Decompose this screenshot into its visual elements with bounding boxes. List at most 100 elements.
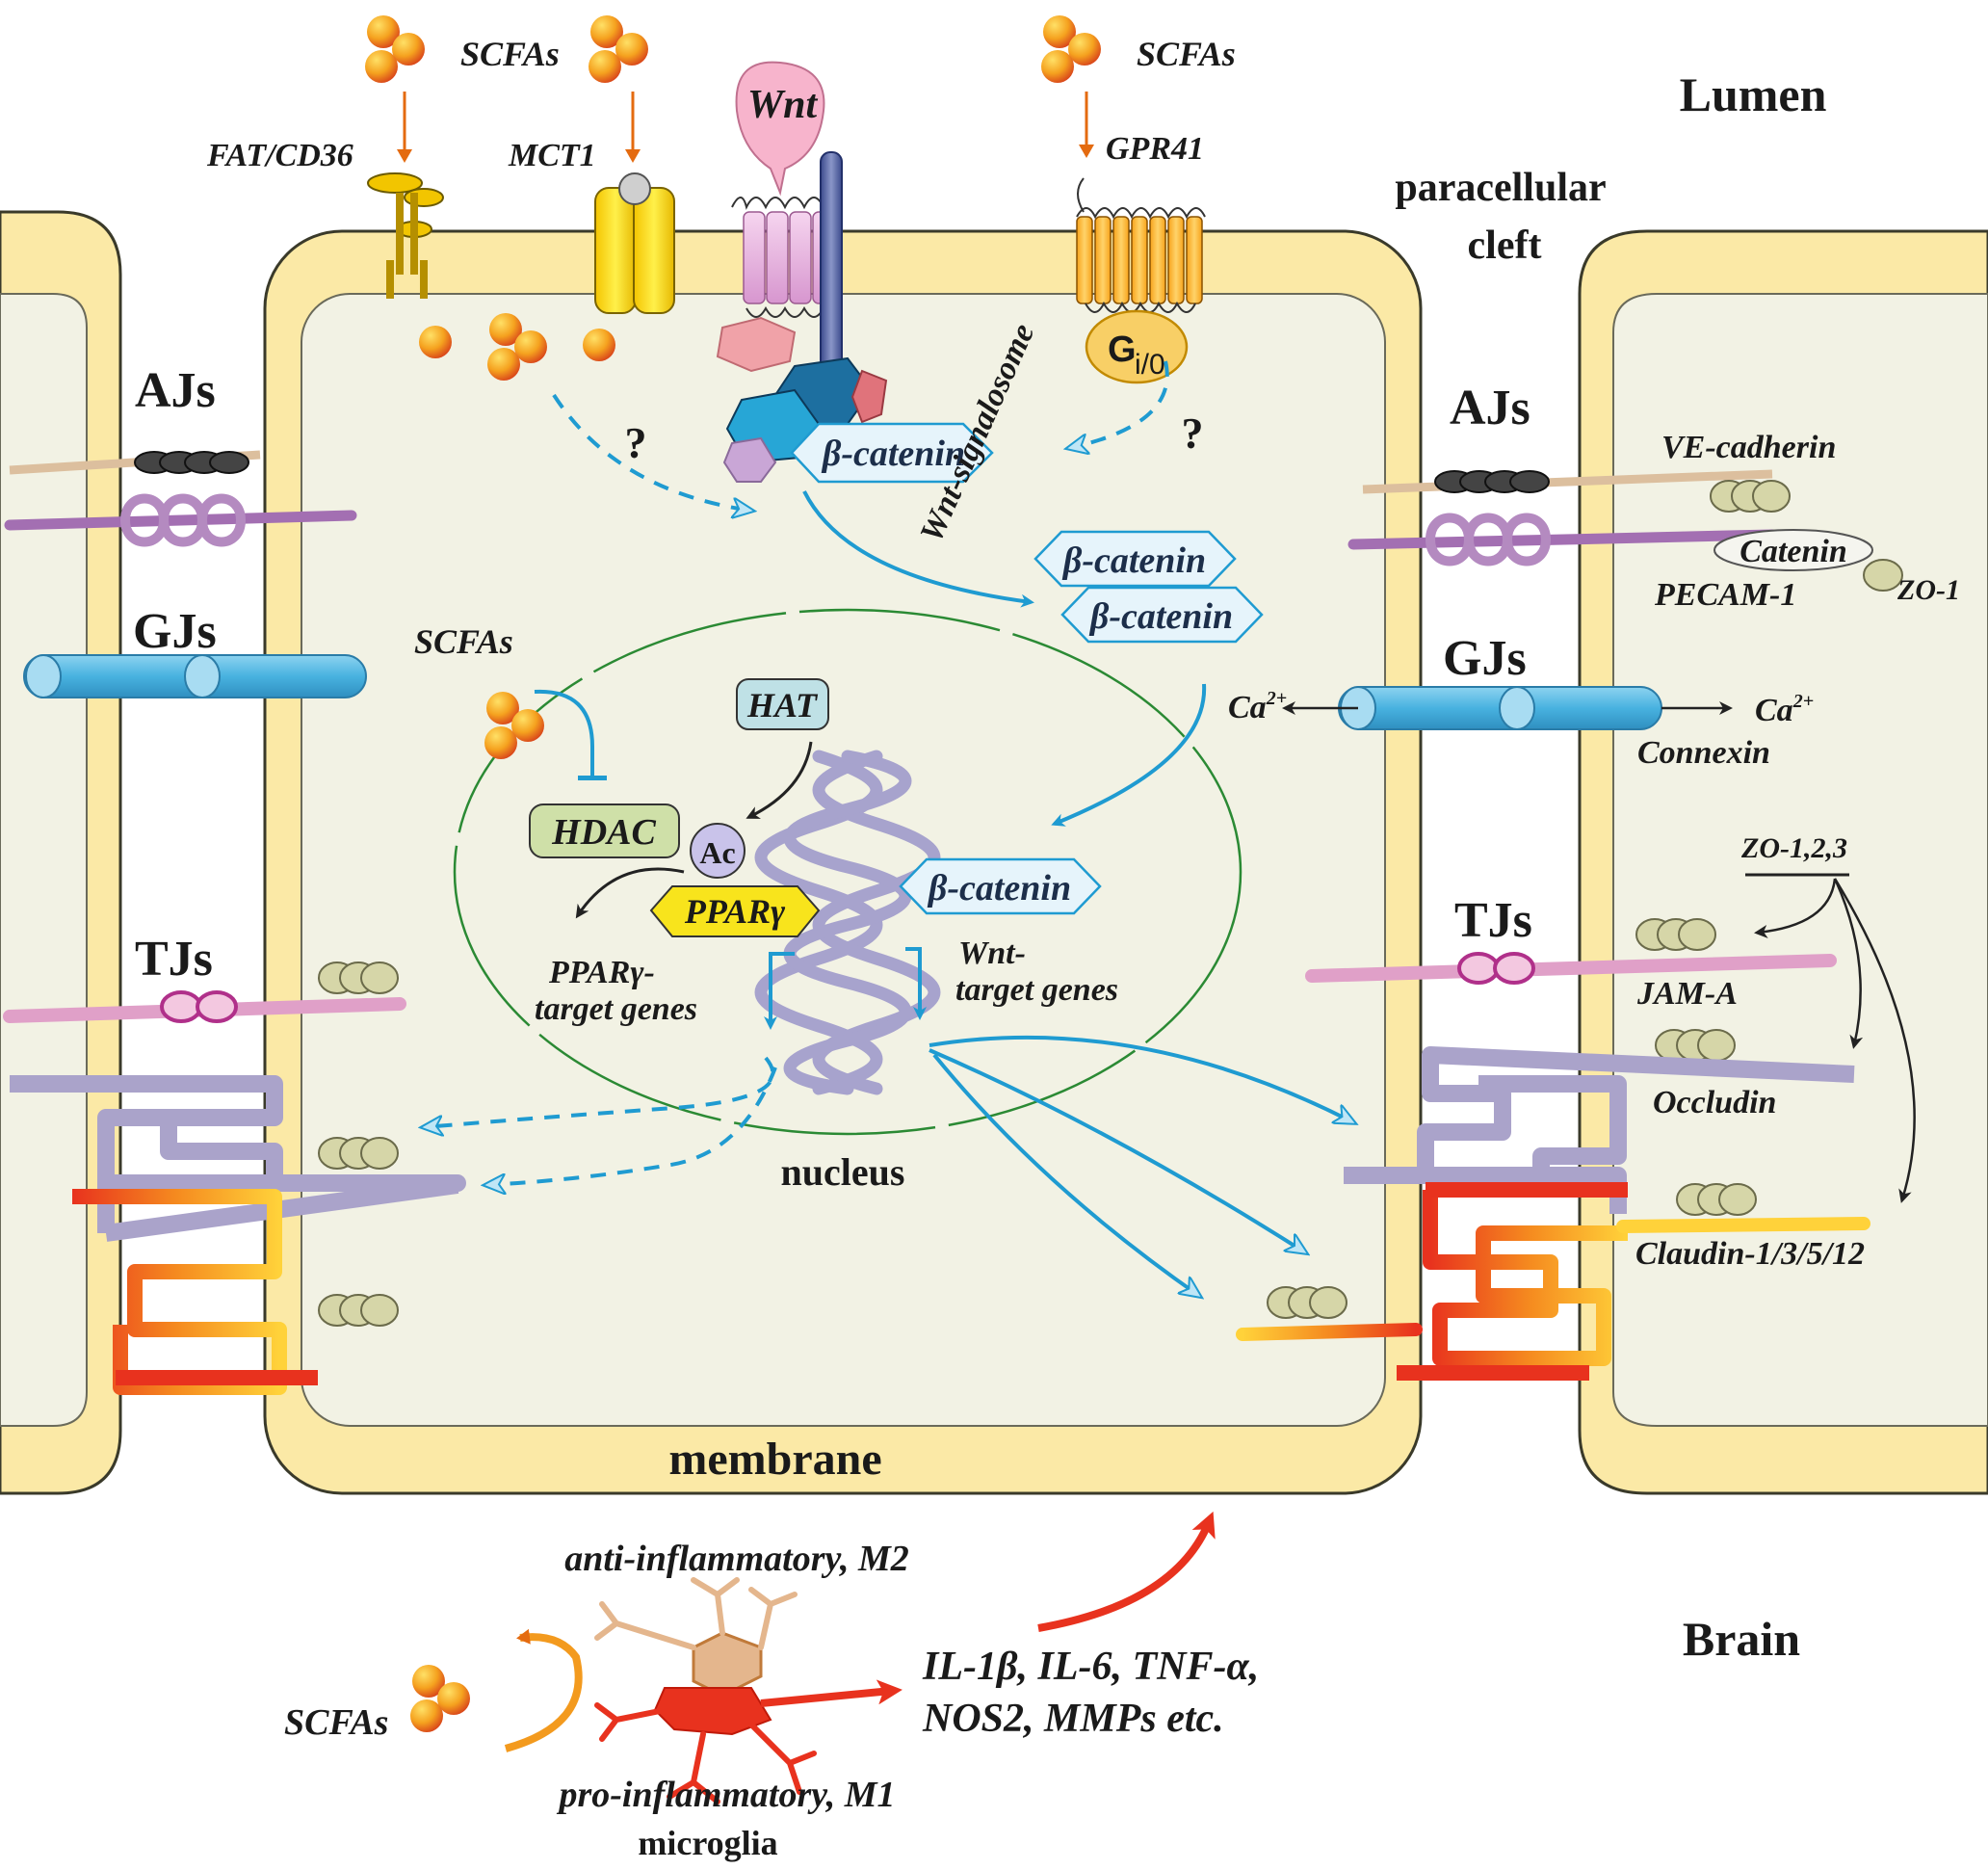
wnt-output-arrow-junction <box>932 1053 1199 1296</box>
jam-dimer-left <box>160 990 238 1023</box>
wnt-output-arrow-occludin <box>929 1035 1353 1122</box>
pecam-coil-left <box>120 493 247 547</box>
ppar-transcription-arrow <box>764 952 795 1030</box>
zo1-blob <box>1863 559 1903 592</box>
microglia-cell <box>594 1577 817 1804</box>
scfa-label-brain: SCFAs <box>284 1702 388 1743</box>
calcium-label-left: Ca2+ <box>1228 688 1287 725</box>
catenin-cluster-right <box>1434 470 1550 493</box>
wnt-target-label-1: Wnt- <box>958 935 1026 971</box>
calcium-right-sup: 2+ <box>1792 691 1814 712</box>
fat-cd36-label: FAT/CD36 <box>206 138 353 173</box>
claudin-loops-left <box>10 1189 376 1395</box>
mct1-label: MCT1 <box>508 138 596 173</box>
occludin-loops-right <box>1344 1046 1855 1214</box>
cytokines-label-1: IL-1β, IL-6, TNF-α, <box>922 1645 1259 1689</box>
jam-dimer-right <box>1457 952 1535 985</box>
occludin-label: Occludin <box>1653 1085 1776 1120</box>
scfa-inside-2 <box>583 329 615 361</box>
pecam-strand-left <box>4 510 357 531</box>
zo-cluster-right-2 <box>1655 1029 1736 1062</box>
ac-label: Ac <box>699 835 735 870</box>
frizzled-receptor <box>731 197 835 318</box>
dna-helix <box>754 750 941 1095</box>
membrane-label: membrane <box>668 1434 881 1485</box>
brain-label: Brain <box>1683 1612 1800 1666</box>
beta-catenin-label: β-catenin <box>821 434 965 474</box>
wnt-target-label-2: target genes <box>955 972 1118 1008</box>
beta-catenin-nuclear-label: β-catenin <box>927 868 1071 909</box>
cytokine-bbb-arrow <box>1037 1511 1216 1632</box>
scfa-inside-1 <box>419 326 452 358</box>
hdac-deacetylation-arrow <box>575 867 685 919</box>
microglia-label: microglia <box>638 1824 777 1862</box>
ajs-label-left: AJs <box>135 363 216 418</box>
gpr41-receptor <box>1076 177 1206 313</box>
pecam1-label: PECAM-1 <box>1654 577 1796 613</box>
catenin-label: Catenin <box>1740 534 1846 569</box>
gi0-sub-label: i/0 <box>1135 349 1165 381</box>
scfa-molecules <box>589 15 648 83</box>
scfa-molecules <box>1041 15 1101 83</box>
gap-junction-right <box>1338 686 1662 730</box>
anti-inflammatory-label: anti-inflammatory, M2 <box>564 1539 909 1579</box>
beta-catenin-stack-label-2: β-catenin <box>1088 596 1233 637</box>
nucleus-label: nucleus <box>781 1150 905 1194</box>
jam-a-label: JAM-A <box>1636 976 1738 1012</box>
zo-cluster-right-4 <box>1267 1286 1347 1319</box>
beta-catenin-complex: β-catenin <box>790 422 994 484</box>
catenin-cluster-right-green <box>1710 480 1791 513</box>
scfa-label-nucleus: SCFAs <box>414 622 513 661</box>
fat-cd36-receptor <box>367 172 444 299</box>
claudin-strand-center <box>1236 1323 1423 1341</box>
lrp-coreceptor <box>820 151 843 389</box>
calcium-left-base: Ca <box>1228 690 1267 725</box>
pecam-coil-right <box>1426 513 1552 566</box>
paracellular-label: paracellular <box>1395 166 1606 210</box>
ve-cadherin-strand-right <box>1362 469 1773 494</box>
scfa-brain-group <box>410 1665 470 1732</box>
wnt-output-arrow-claudin <box>929 1048 1305 1252</box>
zo123-label: ZO-1,2,3 <box>1740 832 1847 864</box>
wnt-label: Wnt <box>747 83 819 127</box>
gap-junction-left <box>23 654 367 698</box>
question-mark-left: ? <box>625 418 647 467</box>
ppar-target-label-1: PPARγ- <box>548 955 655 990</box>
hdac-enzyme: HDAC <box>529 803 680 858</box>
question-mark-right: ? <box>1182 408 1204 458</box>
cytokine-release-arrow <box>760 1679 902 1707</box>
jam-strand-right <box>1305 954 1837 983</box>
ve-cadherin-label: VE-cadherin <box>1661 430 1836 465</box>
wnt-signalosome-complex <box>716 316 888 483</box>
cytokines-label-2: NOS2, MMPs etc. <box>922 1697 1224 1741</box>
catenin-ellipse <box>1713 529 1873 571</box>
zo-to-occludin-arrow <box>1833 878 1864 1049</box>
zo-cluster-left-2 <box>318 1137 399 1170</box>
mct1-transporter <box>594 172 675 314</box>
calcium-right-base: Ca <box>1755 693 1793 728</box>
scfa-polarization-arrow <box>504 1628 583 1752</box>
scfa-molecules <box>365 15 425 83</box>
gjs-label-right: GJs <box>1443 631 1527 686</box>
zo-cluster-right-3 <box>1676 1183 1757 1216</box>
zo-cluster-left-3 <box>318 1294 399 1327</box>
gi0-main-label: G <box>1108 329 1137 370</box>
gpr41-unknown-arrow <box>1069 360 1169 448</box>
ppar-output-arrow-2 <box>486 1067 777 1185</box>
lumen-label: Lumen <box>1680 67 1827 121</box>
calcium-label-right: Ca2+ <box>1755 691 1814 728</box>
left-cell <box>0 210 122 1495</box>
gpr41-label: GPR41 <box>1106 131 1204 167</box>
hdac-label: HDAC <box>551 812 656 853</box>
hat-acetylation-arrow <box>746 741 813 819</box>
ppar-output-arrow-1 <box>424 1056 775 1127</box>
hat-label: HAT <box>746 686 819 724</box>
claudin-label: Claudin-1/3/5/12 <box>1635 1236 1865 1272</box>
zo-cluster-left-1 <box>318 961 399 994</box>
claudin-strand-right <box>1616 1217 1870 1233</box>
scfa-label-top-right: SCFAs <box>1137 35 1236 73</box>
ppar-label: PPARγ <box>684 892 785 931</box>
ppar-gamma: PPARγ <box>649 885 821 937</box>
ppar-target-label-2: target genes <box>535 991 697 1027</box>
